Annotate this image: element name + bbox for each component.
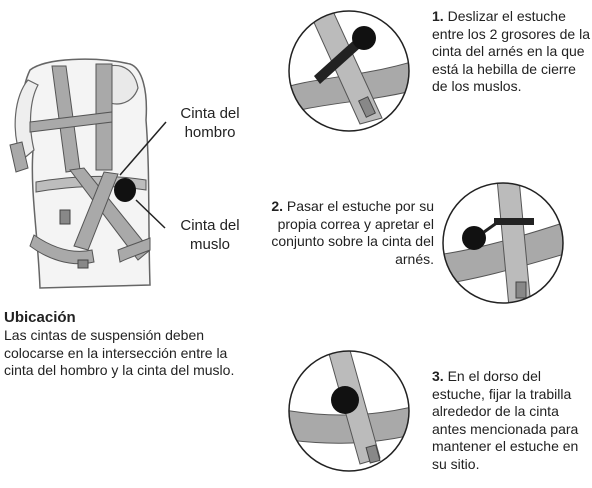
leader-line-shoulder [119,121,167,176]
pouch-strap-wrap [494,218,534,225]
harness-strap-diagonal [495,183,533,303]
harness-illustration [9,58,151,289]
leader-line-thigh [135,199,166,229]
label-thigh-strap: Cinta del muslo [180,217,240,253]
buckle-icon [77,259,89,269]
mannequin-arm [14,79,39,161]
buckle-icon [365,444,381,464]
pouch-strap [314,40,360,84]
suspension-pouch [352,26,376,50]
step2-text: 2. Pasar el estuche por su propia correa… [271,198,434,267]
suspension-pouch [462,226,486,250]
suspension-pouch [331,386,359,414]
step2-illustration [442,182,564,304]
leg-loop-right [117,237,151,263]
step3-text: 3. En el dorso del estuche, fijar la tra… [432,368,579,472]
buckle-icon [515,281,527,299]
buckle-icon [358,96,376,118]
chest-strap [29,111,113,133]
leg-loop-left [29,234,95,265]
label-shoulder-strap: Cinta del hombro [180,105,240,141]
step1-illustration [288,10,410,132]
side-strap [9,141,29,173]
location-body: Las cintas de suspensión deben colocarse… [4,327,235,378]
buckle-icon [59,209,71,225]
step3-illustration [288,350,410,472]
thigh-strap-front [73,171,119,251]
location-title: Ubicación [4,309,76,326]
suspension-pouch [114,178,136,202]
step1-text: 1. Deslizar el estuche entre los 2 groso… [432,8,590,94]
